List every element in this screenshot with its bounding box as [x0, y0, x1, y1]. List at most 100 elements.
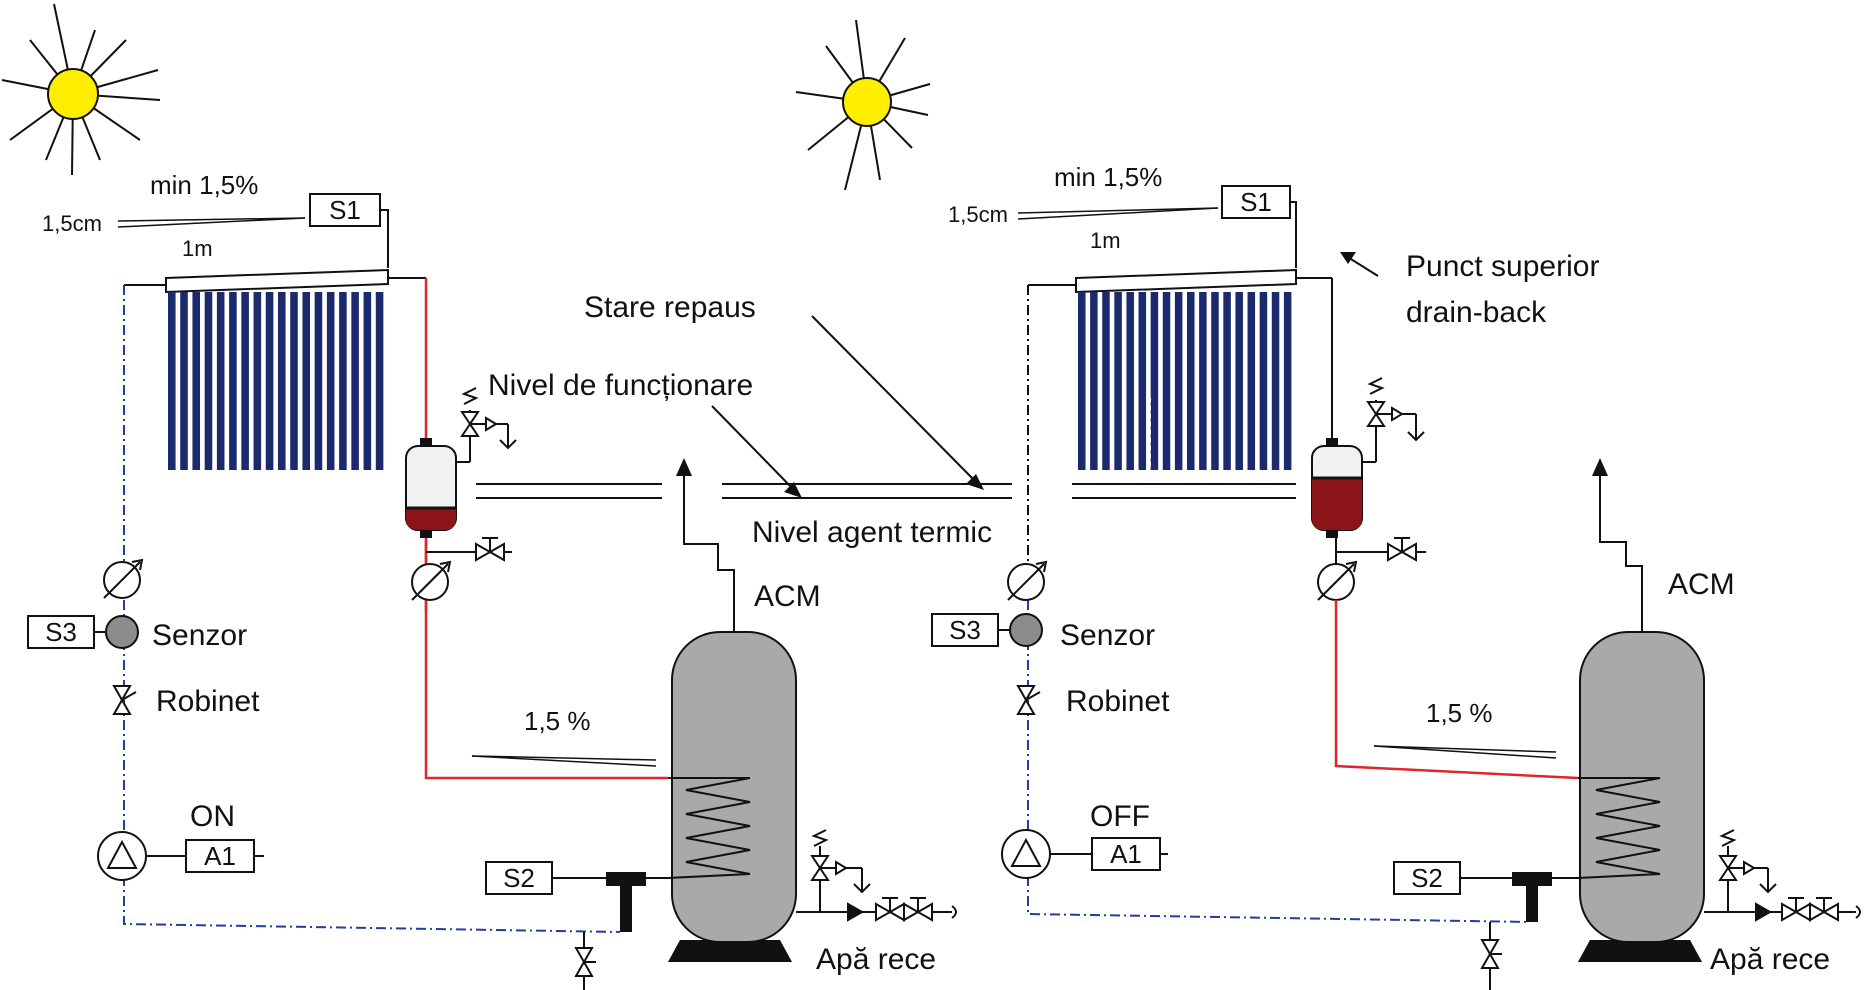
pump-icon	[1001, 829, 1051, 879]
s1-sensor-box: S1	[309, 193, 381, 227]
collector-tube	[1162, 292, 1171, 470]
temperature-sensor-icon	[1009, 613, 1043, 647]
a1-actuator-box: A1	[1091, 837, 1161, 871]
height-label: 1,5cm	[42, 211, 102, 236]
nivel-agent-termic-label: Nivel agent termic	[752, 516, 992, 549]
robinet-label: Robinet	[156, 685, 260, 718]
collector-tube	[326, 292, 335, 470]
collector-tube	[302, 292, 311, 470]
collector-tube	[1271, 292, 1280, 470]
tee-icon	[606, 872, 646, 932]
valve-icon	[112, 685, 137, 715]
slope-label: min 1,5%	[1054, 162, 1162, 192]
valve-icon	[426, 537, 512, 562]
height-label: 1,5cm	[948, 202, 1008, 227]
collector-tube	[216, 292, 225, 470]
collector-tube	[265, 292, 274, 470]
coil-icon	[667, 777, 751, 879]
collector-tube	[1150, 292, 1159, 470]
svg-text:S2: S2	[1411, 863, 1443, 893]
tank-icon	[668, 631, 797, 962]
collector-tube	[1114, 292, 1122, 470]
cold-water-label: Apă rece	[816, 943, 936, 976]
flowmeter-icon	[103, 558, 144, 599]
collector-tube	[229, 292, 237, 470]
cold-water-label: Apă rece	[1710, 943, 1830, 976]
temperature-sensor-icon	[105, 615, 139, 649]
collector-tube	[375, 292, 384, 470]
svg-text:S2: S2	[503, 863, 535, 893]
robinet-label: Robinet	[1066, 685, 1170, 718]
nivel-functionare-label: Nivel de funcționare	[488, 369, 753, 402]
senzor-label: Senzor	[1060, 619, 1155, 652]
svg-text:S1: S1	[1240, 187, 1272, 217]
collector-tube	[180, 292, 188, 470]
sun-icon	[1, 3, 161, 176]
collector-tube	[278, 292, 286, 470]
level-lines	[476, 483, 1296, 499]
collector-tube	[1199, 292, 1207, 470]
flowmeter-icon	[411, 560, 452, 601]
safety-valve-icon	[456, 387, 517, 463]
collector-tube	[168, 292, 176, 470]
collector-tube	[339, 292, 347, 470]
collector-tube	[241, 292, 249, 470]
s1-sensor-box: S1	[1221, 185, 1291, 219]
valve-icon	[1755, 897, 1861, 922]
collector-tube	[1090, 292, 1098, 470]
a1-actuator-box: A1	[185, 839, 255, 873]
tank-icon	[1578, 631, 1705, 962]
valve-icon	[1480, 922, 1502, 990]
punct-superior-label: Punct superior	[1406, 250, 1599, 283]
collector-tube	[1283, 292, 1292, 470]
svg-text:S3: S3	[949, 615, 981, 645]
solar-collector-icon	[1075, 268, 1297, 470]
valve-icon	[847, 897, 957, 922]
s3-sensor-box: S3	[931, 613, 999, 647]
collector-tube	[1187, 292, 1195, 470]
collector-tube	[1247, 292, 1256, 470]
s2-sensor-box: S2	[1393, 861, 1461, 895]
pump-state-label: ON	[190, 800, 235, 833]
collector-tube	[1078, 292, 1086, 470]
s3-sensor-box: S3	[27, 615, 95, 649]
acm-label: ACM	[1668, 568, 1735, 601]
collector-tube	[204, 292, 213, 470]
collector-tube	[1223, 292, 1231, 470]
safety-valve-icon	[810, 829, 871, 912]
pump-icon	[97, 831, 147, 881]
valve-icon	[1336, 537, 1426, 562]
senzor-label: Senzor	[152, 619, 247, 652]
valve-icon	[1016, 685, 1041, 715]
length-label: 1m	[1090, 228, 1121, 253]
pump-state-label: OFF	[1090, 800, 1150, 833]
pipe-slope-label: 1,5 %	[524, 706, 591, 736]
svg-text:S1: S1	[329, 195, 361, 225]
collector-tube	[1174, 292, 1183, 470]
collector-tube	[1259, 292, 1268, 470]
collector-tube	[1102, 292, 1110, 470]
svg-text:A1: A1	[204, 841, 236, 871]
svg-text:A1: A1	[1110, 839, 1142, 869]
safety-valve-icon	[1362, 377, 1425, 463]
flowmeter-icon	[1007, 560, 1048, 601]
collector-tube	[1138, 292, 1147, 470]
sun-icon	[795, 19, 931, 191]
safety-valve-icon	[1718, 829, 1777, 912]
coil-icon	[1577, 777, 1661, 879]
collector-tube	[351, 292, 359, 470]
slope-label: min 1,5%	[150, 170, 258, 200]
collector-tube	[253, 292, 262, 470]
collector-tube	[314, 292, 323, 470]
drain-back-label: drain-back	[1406, 296, 1547, 329]
tee-icon	[1512, 872, 1552, 922]
collector-tube	[1235, 292, 1243, 470]
valve-icon	[574, 932, 596, 990]
length-label: 1m	[182, 236, 213, 261]
stare-repaus-label: Stare repaus	[584, 291, 756, 324]
solar-collector-icon	[165, 268, 389, 470]
collector-tube	[1126, 292, 1134, 470]
collector-tube	[192, 292, 201, 470]
pipe-slope-label: 1,5 %	[1426, 698, 1493, 728]
drainback-vessel-icon	[1311, 438, 1363, 538]
